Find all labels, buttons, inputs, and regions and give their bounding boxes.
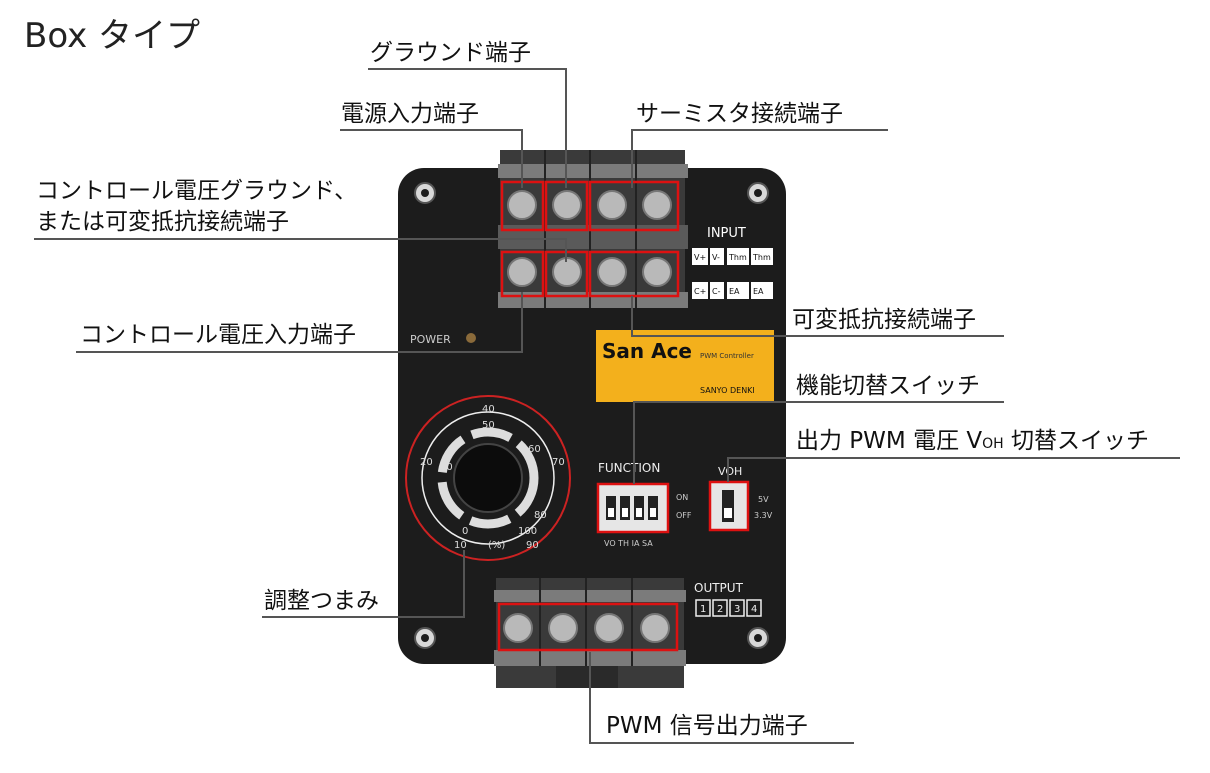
dial-tick-30: 30: [440, 462, 453, 473]
dial-tick-40: 40: [482, 404, 495, 415]
voh-33v-label: 3.3V: [754, 511, 773, 520]
callout-variable-resistor-terminal: 可変抵抗接続端子: [792, 307, 976, 333]
callout-output-pwm-sub: OH: [982, 436, 1004, 452]
dial-unit: (%): [488, 540, 505, 551]
dial-tick-90: 90: [526, 540, 539, 551]
page-title: Box タイプ: [24, 16, 201, 56]
dial-tick-60: 60: [528, 444, 541, 455]
input-legend-cminus: C-: [712, 287, 721, 296]
dial-tick-10: 10: [454, 540, 467, 551]
input-label: INPUT: [707, 226, 746, 241]
callout-output-pwm-voltage-switch: 出力 PWM 電圧 VOH 切替スイッチ: [796, 426, 1149, 459]
power-label: POWER: [410, 333, 451, 346]
dial-highlight-ring: [405, 395, 571, 561]
brand-sub: PWM Controller: [700, 352, 754, 360]
function-on-label: ON: [676, 493, 688, 502]
power-led-icon: [466, 333, 476, 343]
callout-thermistor-terminal: サーミスタ接続端子: [636, 101, 843, 127]
input-legend-vplus: V+: [694, 253, 706, 262]
maker-name: SANYO DENKI: [700, 386, 755, 395]
brand-label: [596, 330, 774, 402]
input-legend-ea2: EA: [753, 287, 764, 296]
adjust-knob-icon: [453, 443, 523, 513]
callout-control-voltage-input: コントロール電圧入力端子: [80, 322, 356, 348]
function-label: FUNCTION: [598, 461, 660, 475]
callout-power-input-terminal: 電源入力端子: [341, 101, 479, 127]
output-terminal-highlight: [497, 602, 679, 652]
input-legend-thm1: Thm: [728, 253, 747, 262]
controller-case: [398, 168, 786, 664]
brand-name: San Ace: [602, 339, 692, 363]
callout-output-pwm-prefix: 出力 PWM 電圧 V: [796, 428, 983, 454]
output-num-1: 1: [700, 604, 706, 615]
callout-control-ground-line2: または可変抵抗接続端子: [36, 209, 289, 235]
input-legend-cplus: C+: [694, 287, 706, 296]
callout-ground-terminal: グラウンド端子: [370, 40, 531, 66]
callout-function-switch: 機能切替スイッチ: [796, 373, 980, 399]
dial-tick-0: 0: [462, 526, 468, 537]
callout-adjust-knob: 調整つまみ: [264, 588, 379, 614]
voh-label: VOH: [718, 465, 742, 478]
function-off-label: OFF: [676, 511, 692, 520]
dial-tick-70: 70: [552, 457, 565, 468]
input-legend-vminus: V-: [712, 253, 720, 262]
dial-tick-100: 100: [518, 526, 537, 537]
input-legend-ea1: EA: [729, 287, 740, 296]
dial-tick-50: 50: [482, 420, 495, 431]
callout-pwm-output-terminal: PWM 信号出力端子: [606, 713, 808, 739]
output-num-2: 2: [717, 604, 723, 615]
output-num-3: 3: [734, 604, 740, 615]
callout-output-pwm-suffix: 切替スイッチ: [1003, 428, 1149, 454]
dial-tick-20: 20: [420, 457, 433, 468]
output-label: OUTPUT: [694, 581, 744, 595]
terminal-screw-icon: [507, 190, 672, 287]
input-legend-thm2: Thm: [752, 253, 771, 262]
dial-tick-80: 80: [534, 510, 547, 521]
function-bottom-labels: VO TH IA SA: [604, 539, 653, 548]
callout-control-ground-line1: コントロール電圧グラウンド、: [36, 178, 358, 204]
voh-5v-label: 5V: [758, 495, 769, 504]
output-screw-icon: [503, 613, 670, 643]
output-num-4: 4: [751, 604, 757, 615]
leader-lines: [34, 68, 1180, 744]
